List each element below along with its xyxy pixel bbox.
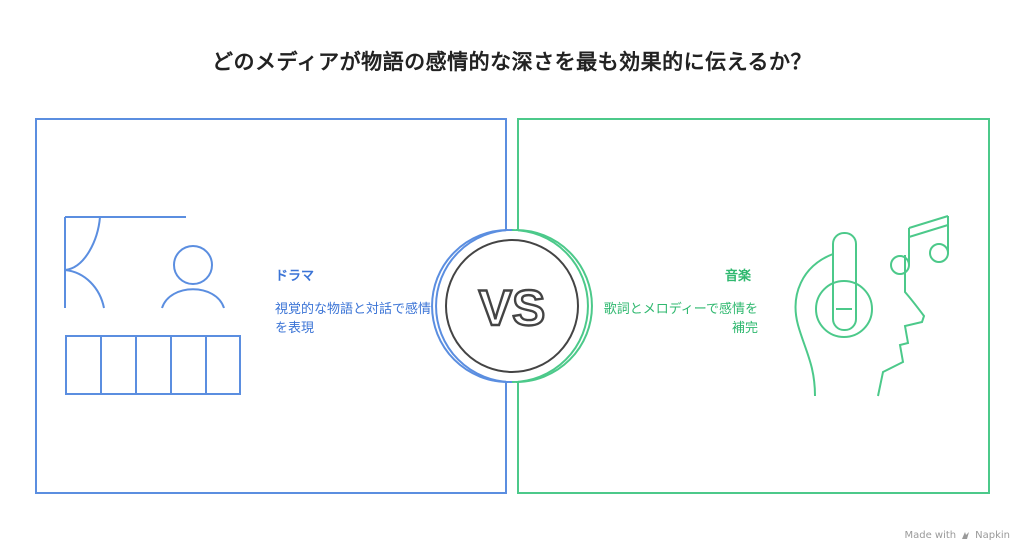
vs-badge: VS	[431, 229, 593, 383]
theater-stage-icon	[64, 216, 241, 395]
vs-label: VS	[479, 280, 546, 336]
footer-made-with: Made with	[904, 530, 957, 541]
page-title: どのメディアが物語の感情的な深さを最も効果的に伝えるか？	[212, 50, 812, 74]
music-panel	[517, 118, 990, 494]
footer: Made with Napkin	[904, 530, 1010, 541]
music-heading: 音楽	[725, 269, 752, 284]
headphones-music-icon	[794, 215, 949, 397]
napkin-logo-icon	[962, 532, 970, 539]
drama-description: 視覚的な物語と対話で感情を表現	[275, 302, 432, 336]
music-description: 歌詞とメロディーで感情を補完	[603, 302, 758, 336]
footer-brand: Napkin	[975, 530, 1010, 541]
drama-heading: ドラマ	[275, 269, 315, 284]
drama-panel	[35, 118, 507, 494]
